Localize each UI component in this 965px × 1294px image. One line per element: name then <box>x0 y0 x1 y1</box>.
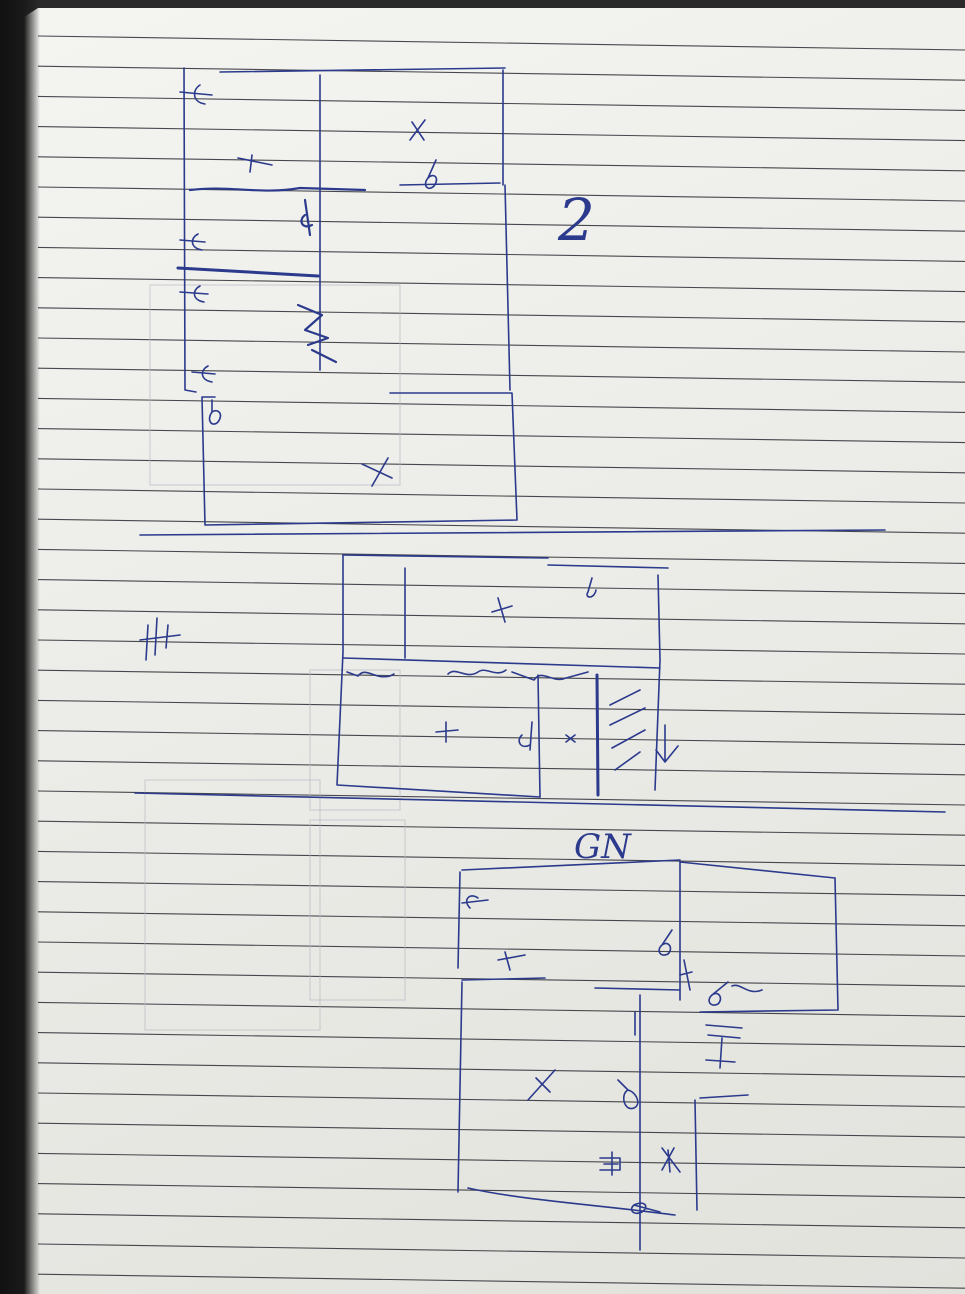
ruled-line <box>37 35 965 51</box>
ruled-line <box>37 669 965 685</box>
ruled-line <box>37 1243 965 1259</box>
ruled-line <box>37 337 965 353</box>
ruled-line <box>37 1273 965 1289</box>
ruled-line <box>37 760 965 776</box>
ruled-line <box>37 1092 965 1108</box>
sketch-1: 2 <box>139 67 886 536</box>
ruled-line <box>37 1122 965 1138</box>
ruled-line <box>37 156 965 172</box>
ruled-line <box>37 790 965 806</box>
ruled-line <box>37 1001 965 1017</box>
ruled-line <box>37 820 965 836</box>
ruled-line <box>37 488 965 504</box>
ruled-line <box>37 246 965 262</box>
ruled-line <box>37 126 965 142</box>
ruled-line <box>37 397 965 413</box>
sketch-1-label: 2 <box>557 186 595 254</box>
ruled-line <box>37 609 965 625</box>
ruled-line <box>37 941 965 957</box>
ruled-line <box>37 95 965 111</box>
sketch-3-label: GN <box>574 827 632 867</box>
ruled-line <box>37 1183 965 1199</box>
ruled-line <box>37 699 965 715</box>
notebook-page <box>10 8 965 1294</box>
ruled-line <box>37 216 965 232</box>
ruled-line <box>37 277 965 293</box>
ruled-line <box>37 1213 965 1229</box>
ruled-line <box>37 1032 965 1048</box>
sketch-3: GN <box>457 827 839 1251</box>
ruled-line <box>37 367 965 383</box>
ruled-line <box>37 307 965 323</box>
ruled-line <box>37 850 965 866</box>
ruled-line <box>37 730 965 746</box>
ruled-line <box>37 911 965 927</box>
ruled-line <box>37 881 965 897</box>
ruled-line <box>37 1062 965 1078</box>
ruled-line <box>37 639 965 655</box>
ruled-line <box>37 548 965 564</box>
sketch-2 <box>134 554 946 813</box>
ruled-line <box>37 579 965 595</box>
ruled-line <box>37 65 965 81</box>
ruled-line <box>37 458 965 474</box>
ruled-line <box>37 1152 965 1168</box>
page-edge-shadow <box>0 0 40 1294</box>
ruled-line <box>37 428 965 444</box>
show-through-marks <box>144 284 406 1031</box>
